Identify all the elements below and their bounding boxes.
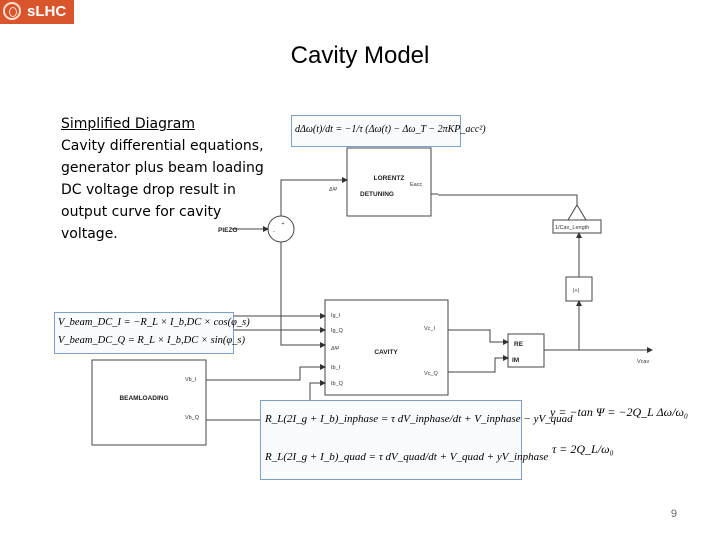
- wire-sum-to-lorentz: [280, 177, 348, 216]
- cavity-label: CAVITY: [374, 349, 398, 356]
- lorentz-in-eacc: Eacc: [410, 182, 422, 188]
- cavity-in-ibi: Ib_I: [331, 365, 341, 371]
- sum-plus: +: [281, 221, 284, 227]
- cern-logo-icon: [3, 2, 21, 20]
- cavity-in-igi: Ig_I: [331, 313, 341, 319]
- beamloading-out-vbi: Vb_I: [185, 377, 197, 383]
- slhc-logo: sLHC: [0, 0, 74, 24]
- cavity-block: [324, 299, 449, 396]
- re-label: RE: [514, 341, 524, 348]
- cavity-in-ibq: Ib_Q: [331, 381, 344, 387]
- cavity-inphase-equation: R_L(2I_g + I_b)_inphase = τ dV_inphase/d…: [265, 413, 573, 425]
- sum-junction: [267, 215, 295, 243]
- page-title: Cavity Model: [290, 42, 430, 69]
- logo-text: sLHC: [27, 3, 67, 20]
- lorentz-label-1: LORENTZ: [374, 175, 405, 182]
- cavity-quad-equation: R_L(2I_g + I_b)_quad = τ dV_quad/dt + V_…: [265, 451, 549, 463]
- cav-length-label: 1/Cav_Length: [555, 225, 589, 231]
- gain-triangle: [567, 204, 587, 221]
- description-heading: Simplified Diagram: [61, 116, 195, 132]
- wire-sum-to-cavity: [280, 242, 326, 348]
- cavity-in-igq: Ig_Q: [331, 328, 344, 334]
- description-line: voltage.: [61, 226, 118, 242]
- sum-minus: -: [273, 229, 275, 235]
- description: Simplified Diagram Cavity differential e…: [61, 113, 276, 245]
- beamloading-out-vbq: Vb_Q: [185, 415, 200, 421]
- detuning-equation: y = −tan Ψ = −2Q_L Δω/ω₀: [550, 405, 689, 419]
- vcav-label: Vcav: [637, 359, 649, 365]
- vbeam-i-equation: V_beam_DC_I = −R_L × I_b,DC × cos(φ_s): [58, 317, 250, 328]
- cavity-in-psi: ΔΨ: [331, 346, 340, 352]
- piezo-label: PIEZO: [218, 227, 238, 234]
- description-line: Cavity differential equations,: [61, 138, 264, 154]
- abs-label: |+|: [573, 288, 579, 294]
- description-line: output curve for cavity: [61, 204, 222, 220]
- description-line: generator plus beam loading: [61, 160, 264, 176]
- cavity-out-vci: Vc_I: [424, 326, 435, 332]
- im-label: IM: [512, 357, 519, 364]
- tau-equation: τ = 2Q_L/ω₀: [552, 442, 614, 456]
- vbeam-q-equation: V_beam_DC_Q = R_L × I_b,DC × sin(φ_s): [58, 335, 245, 346]
- beamloading-label: BEAMLOADING: [119, 395, 168, 402]
- lorentz-label-2: DETUNING: [360, 191, 394, 198]
- wire-vc-i: [448, 329, 509, 345]
- vbeam-equation-box: V_beam_DC_I = −R_L × I_b,DC × cos(φ_s) V…: [54, 312, 250, 354]
- lorentz-in-psi: ΔΨ: [329, 187, 338, 193]
- wire-vb-i: [206, 364, 326, 381]
- page-number: 9: [670, 508, 677, 520]
- description-line: DC voltage drop result in: [61, 182, 236, 198]
- lorentz-equation: dΔω(t)/dt = −1/τ (Δω(t) − Δω_T − 2πKP_ac…: [295, 124, 486, 135]
- cavity-out-vcq: Vc_Q: [424, 371, 438, 377]
- wire-vc-q: [448, 355, 509, 373]
- lorentz-equation-box: dΔω(t)/dt = −1/τ (Δω(t) − Δω_T − 2πKP_ac…: [291, 115, 486, 147]
- cavity-equation-box: R_L(2I_g + I_b)_inphase = τ dV_inphase/d…: [260, 400, 573, 480]
- wire-feedback-top: [438, 194, 578, 205]
- beamloading-block: [91, 359, 207, 446]
